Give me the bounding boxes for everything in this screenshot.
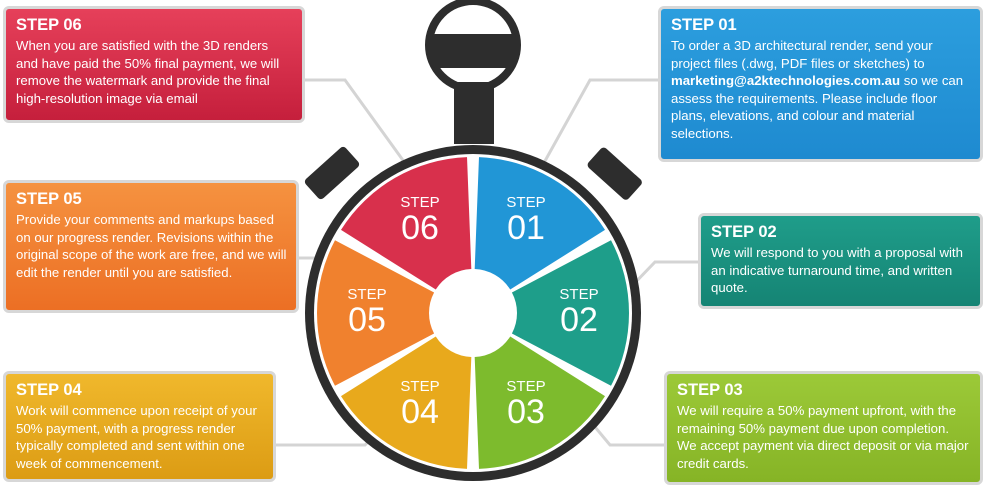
connector-step-06: [305, 78, 412, 171]
segment-word-04: STEP: [400, 377, 440, 395]
segment-number-04: 04: [401, 392, 439, 431]
step-05-text: Provide your comments and markups based …: [16, 212, 287, 280]
step-01-title: STEP 01: [671, 16, 737, 34]
crown-stem: [454, 82, 494, 144]
segment-word-05: STEP: [347, 286, 387, 303]
step-05-card: STEP 05 Provide your comments and markup…: [3, 180, 299, 313]
segment-number-05: 05: [348, 301, 386, 339]
right-button: [587, 147, 642, 200]
step-04-text: Work will commence upon receipt of your …: [16, 403, 257, 471]
segment-step-01: [474, 157, 606, 290]
step-01-text: To order a 3D architectural render, send…: [671, 37, 971, 142]
step-06-card: STEP 06 When you are satisfied with the …: [3, 6, 305, 123]
step-03-text: We will require a 50% payment upfront, w…: [677, 403, 969, 471]
step-04-card: STEP 04 Work will commence upon receipt …: [3, 371, 276, 482]
wheel-segments: [317, 157, 629, 469]
step-01-text-after: so we can assess the requirements. Pleas…: [671, 73, 964, 141]
segment-word-06: STEP: [400, 194, 440, 212]
segment-number-03: 03: [507, 392, 545, 431]
step-04-title: STEP 04: [16, 381, 82, 399]
segment-number-01: 01: [507, 209, 545, 248]
step-06-text: When you are satisfied with the 3D rende…: [16, 38, 280, 106]
stopwatch-crown: [425, 0, 521, 144]
center-hub: [432, 272, 514, 354]
step-05-title: STEP 05: [16, 190, 82, 208]
segment-step-02: [511, 240, 629, 386]
connector-lines: [276, 78, 698, 447]
step-01-email: marketing@a2ktechnologies.com.au: [671, 73, 901, 88]
segment-step-06: [340, 157, 472, 290]
step-06-title: STEP 06: [16, 16, 82, 34]
segment-word-01: STEP: [506, 194, 546, 212]
crown-cap: [432, 34, 516, 68]
connector-step-01: [538, 78, 658, 171]
step-01-card: STEP 01 To order a 3D architectural rend…: [658, 6, 983, 162]
segment-word-02: STEP: [559, 286, 599, 303]
segment-number-02: 02: [560, 301, 598, 339]
step-02-text: We will respond to you with a proposal w…: [711, 245, 963, 295]
segment-word-03: STEP: [506, 377, 546, 395]
step-02-title: STEP 02: [711, 223, 777, 241]
step-03-card: STEP 03 We will require a 50% payment up…: [664, 371, 983, 485]
step-02-card: STEP 02 We will respond to you with a pr…: [698, 213, 983, 309]
side-buttons: [304, 146, 642, 200]
segment-step-05: [317, 240, 435, 386]
segment-number-06: 06: [401, 209, 439, 248]
step-03-title: STEP 03: [677, 381, 743, 399]
step-01-text-before: To order a 3D architectural render, send…: [671, 38, 933, 71]
left-button: [304, 146, 360, 200]
segment-step-04: [340, 336, 472, 469]
segment-step-03: [474, 336, 606, 469]
